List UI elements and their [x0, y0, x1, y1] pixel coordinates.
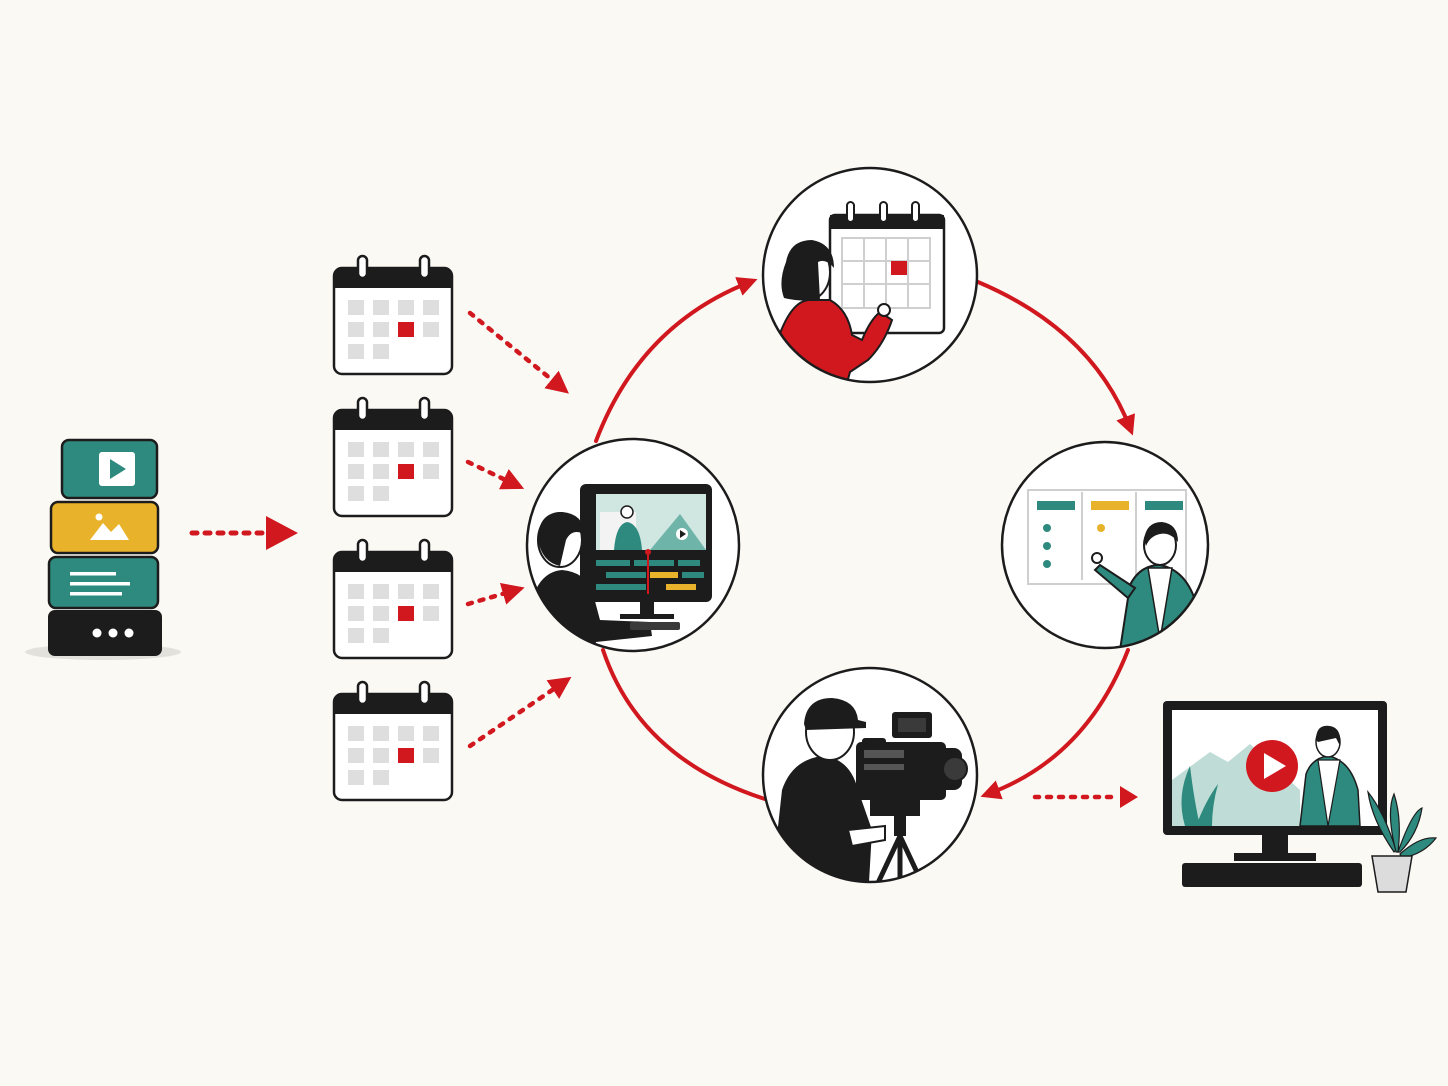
cycle-arrows: [594, 277, 1135, 802]
calendar-icon: [332, 396, 454, 518]
calendar-planning-icon: [828, 201, 946, 335]
calendar-icon: [332, 538, 454, 660]
monitor-play-icon: [1163, 701, 1387, 887]
calendar-icon: [332, 680, 454, 802]
calendar-arrows: [465, 310, 572, 749]
video-camera-icon: [856, 712, 968, 882]
stage-organize: [1000, 440, 1210, 650]
more-dots-block: [48, 610, 162, 656]
arrow-to-output: [1032, 786, 1138, 808]
text-icon: [47, 555, 160, 610]
video-editing-icon: [580, 484, 712, 619]
arrow-stack-to-calendars: [189, 516, 298, 550]
image-icon: [49, 500, 160, 555]
content-stack: [25, 438, 181, 660]
play-icon: [60, 438, 159, 500]
plant-icon: [1367, 789, 1438, 893]
calendar-icon: [332, 254, 454, 376]
stage-plan: [761, 166, 979, 384]
stage-record: [761, 666, 979, 884]
stage-edit: [525, 437, 741, 653]
